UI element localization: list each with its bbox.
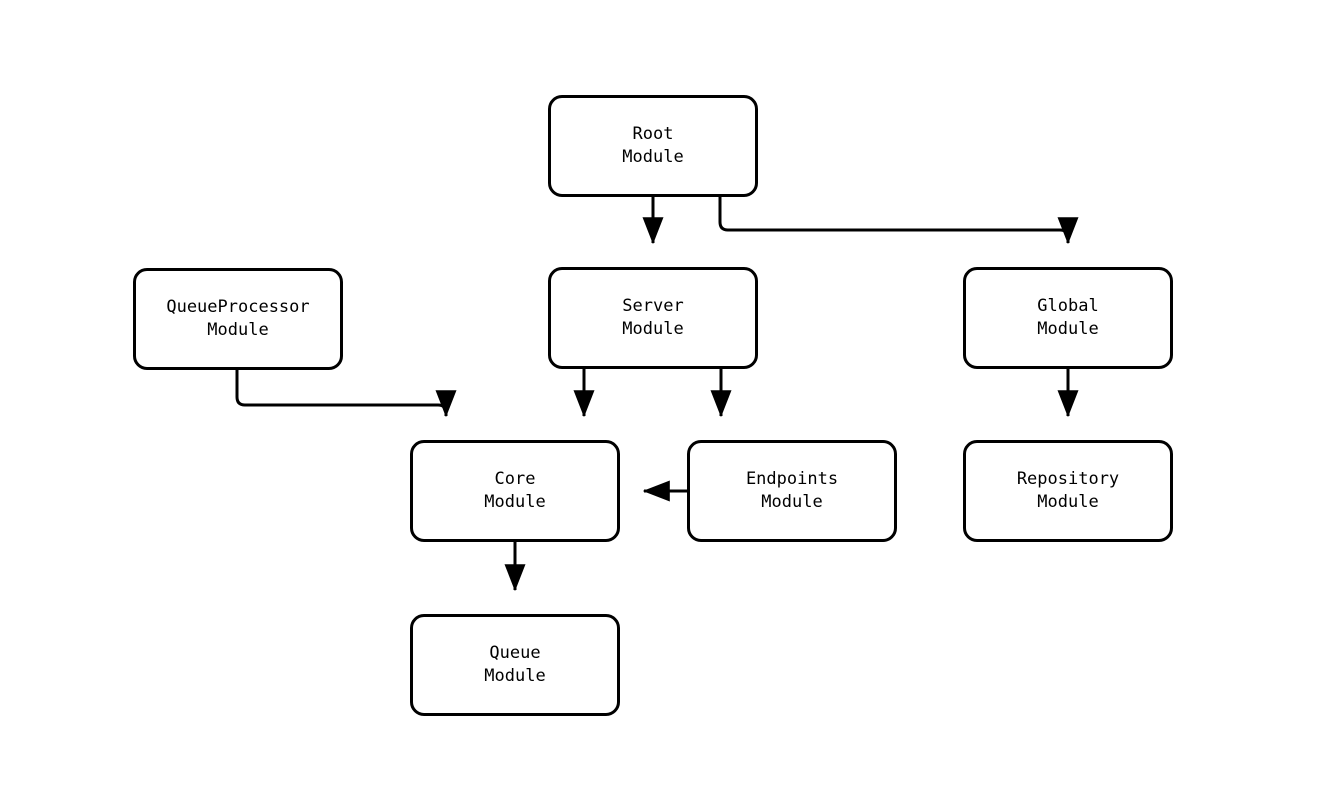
node-server-module-label: Server Module — [622, 296, 684, 339]
edge-root-to-global — [718, 197, 1079, 245]
node-global-module[interactable]: Global Module — [963, 267, 1173, 369]
node-endpoints-module-label: Endpoints Module — [745, 469, 839, 512]
node-queueprocessor-module[interactable]: QueueProcessor Module — [133, 268, 343, 370]
node-repository-module-label: Repository Module — [1016, 469, 1120, 512]
node-global-module-label: Global Module — [1037, 296, 1099, 339]
node-endpoints-module[interactable]: Endpoints Module — [687, 440, 897, 542]
node-queue-module[interactable]: Queue Module — [410, 614, 620, 716]
node-repository-module[interactable]: Repository Module — [963, 440, 1173, 542]
edge-queueprocessor-to-core — [235, 370, 457, 418]
node-server-module[interactable]: Server Module — [548, 267, 758, 369]
node-root-module[interactable]: Root Module — [548, 95, 758, 197]
node-queue-module-label: Queue Module — [484, 643, 546, 686]
node-root-module-label: Root Module — [622, 124, 684, 167]
node-core-module[interactable]: Core Module — [410, 440, 620, 542]
node-queueprocessor-module-label: QueueProcessor Module — [166, 297, 310, 340]
node-core-module-label: Core Module — [484, 469, 546, 512]
